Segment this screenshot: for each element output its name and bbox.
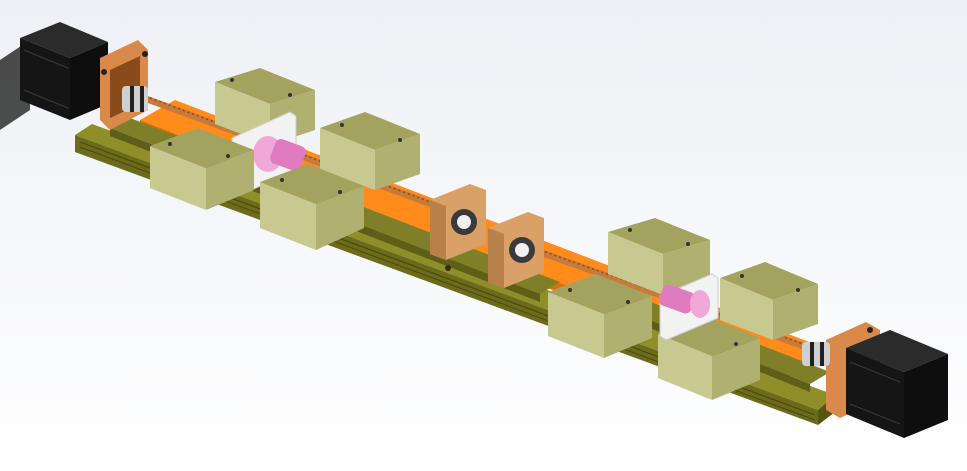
motor-side — [70, 42, 108, 120]
right-motor[interactable] — [846, 330, 948, 438]
ball-nut-flange — [690, 290, 710, 318]
mount-hole — [445, 265, 451, 271]
mount-bolt — [867, 327, 873, 333]
carriage-block-front-1[interactable] — [150, 128, 254, 210]
motor-front — [20, 38, 70, 120]
carriage-block-front-3[interactable] — [548, 274, 652, 358]
mount-bolt — [101, 69, 107, 75]
support-block-center-left[interactable] — [430, 184, 486, 260]
ball-nut-body — [270, 139, 306, 171]
carriage-block-back-4[interactable] — [720, 262, 818, 340]
carriage-block-front-2[interactable] — [260, 164, 364, 250]
support-block-center-right[interactable] — [488, 212, 544, 288]
right-coupling — [802, 342, 830, 366]
motor-top — [20, 22, 108, 58]
mount-bolt — [142, 51, 148, 57]
carriage-block-back-3[interactable] — [608, 218, 710, 295]
left-coupling — [122, 86, 148, 112]
nut-plate-right[interactable] — [657, 273, 719, 341]
ball-nut-body — [658, 284, 696, 314]
left-motor[interactable] — [20, 22, 108, 120]
